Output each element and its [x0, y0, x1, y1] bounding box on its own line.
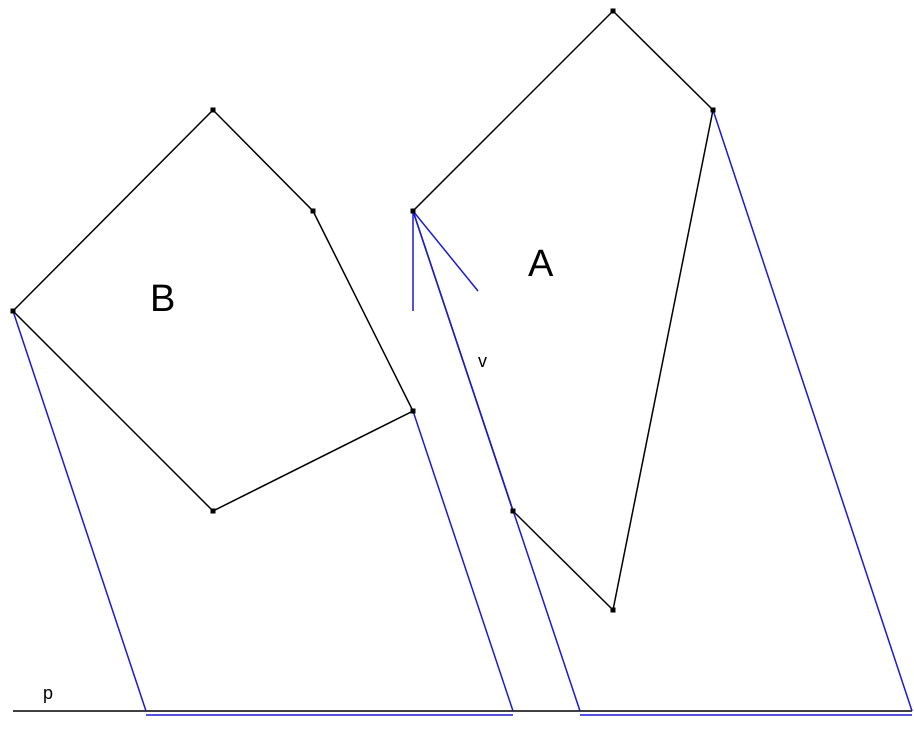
projection-line-a-right [712, 109, 913, 712]
projection-line-a-left [412, 210, 581, 712]
label-line-p: p [43, 683, 53, 703]
direction-v [412, 210, 479, 292]
vertex-marker [710, 107, 716, 113]
polygon-a [412, 9, 714, 612]
label-polygon-b: B [150, 278, 175, 320]
vertex-marker [410, 208, 416, 214]
label-direction-v: v [478, 351, 487, 371]
label-polygon-a: A [528, 243, 554, 285]
vertex-marker [510, 508, 516, 514]
vertex-marker [610, 607, 616, 613]
vertex-marker [210, 508, 216, 514]
vertex-marker [610, 8, 616, 14]
vertex-marker [10, 308, 16, 314]
projection-line-b-right [412, 410, 514, 712]
vertex-marker [210, 107, 216, 113]
vertex-marker [310, 208, 316, 214]
polygon-b [11, 108, 415, 512]
vertex-markers [10, 8, 716, 613]
vertex-marker [410, 408, 416, 414]
projection-line-b-left [12, 310, 147, 712]
